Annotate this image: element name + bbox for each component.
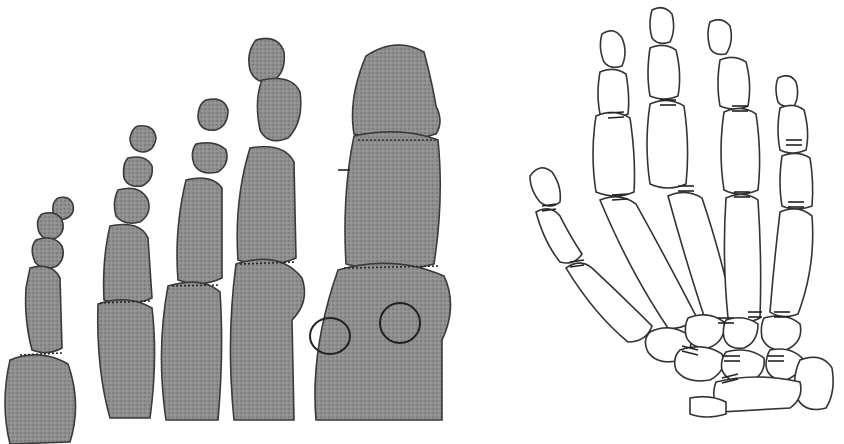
foot-toe-3 xyxy=(161,99,228,420)
foot-toe-2 xyxy=(230,39,304,421)
foot-skeleton xyxy=(5,39,451,444)
foot-toe-4 xyxy=(98,126,156,418)
hand-carpals xyxy=(645,312,833,417)
index-joint-mark xyxy=(612,199,628,200)
foot-toe-1 xyxy=(310,45,451,420)
index-joint-mark xyxy=(608,117,624,118)
hand-little-finger xyxy=(770,76,813,317)
hand-skeleton xyxy=(530,8,833,417)
mtp-joint-5 xyxy=(20,353,62,355)
index-joint-mark xyxy=(608,112,624,113)
foot-toe-5 xyxy=(5,197,76,444)
index-joint-mark xyxy=(612,194,628,195)
